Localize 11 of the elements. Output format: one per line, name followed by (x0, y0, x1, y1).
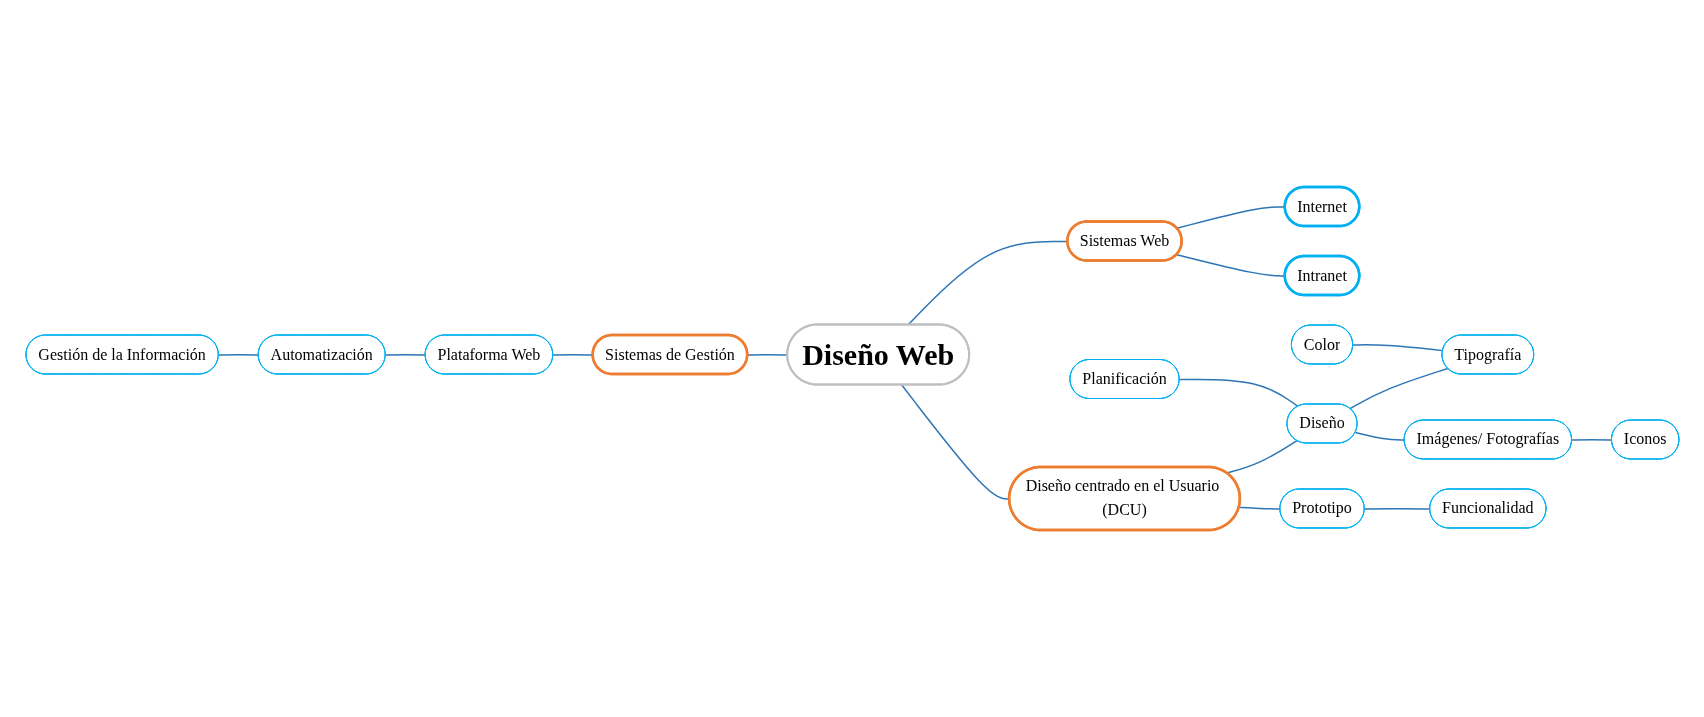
connector (906, 240, 1069, 326)
connector (217, 353, 259, 356)
connector (1348, 367, 1449, 410)
connector (1354, 431, 1405, 441)
connector (384, 353, 426, 356)
connector (1238, 506, 1281, 510)
connector (1178, 378, 1299, 408)
connector (1363, 507, 1431, 510)
connector (1570, 438, 1613, 441)
connector (1225, 439, 1298, 474)
connector (1351, 344, 1444, 352)
